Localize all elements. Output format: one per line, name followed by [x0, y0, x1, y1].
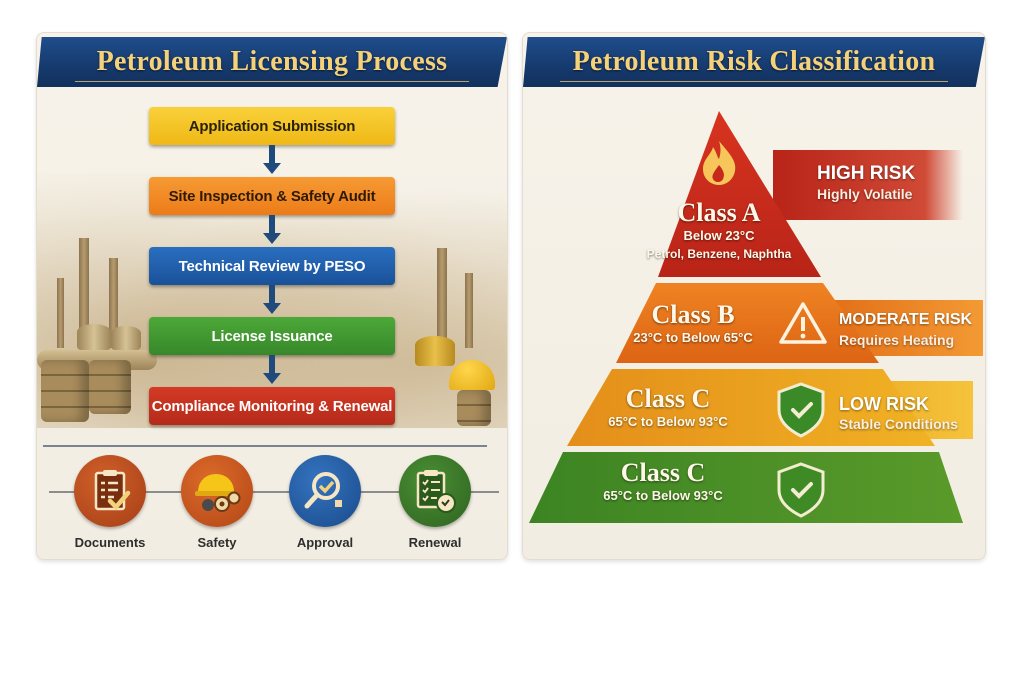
refinery-tower-icon [437, 248, 447, 348]
class-range: 23°C to Below 65°C [633, 330, 753, 345]
icon-label: Approval [296, 535, 354, 550]
refinery-tower-icon [57, 278, 64, 348]
step-label: Application Submission [188, 117, 356, 135]
oil-barrel-icon [89, 360, 131, 414]
class-examples: Petrol, Benzene, Naphtha [646, 247, 792, 261]
icon-label: Safety [197, 535, 237, 550]
risk-description: Stable Conditions [839, 416, 958, 432]
class-c-lower-text: Class C 65°C to Below 93°C [578, 459, 748, 505]
refinery-tower-icon [109, 258, 118, 348]
down-arrow-icon [262, 145, 282, 177]
refinery-tower-icon [79, 238, 89, 348]
machinery-icon [415, 336, 455, 366]
class-c-text: Class C 65°C to Below 93°C [583, 385, 753, 431]
step-label: Site Inspection & Safety Audit [168, 187, 376, 205]
class-name: Class B [651, 300, 735, 329]
risk-title: Petroleum Risk Classification [572, 46, 936, 77]
moderate-risk-label: MODERATE RISK Requires Heating [839, 309, 972, 349]
risk-level: MODERATE RISK [839, 311, 973, 328]
clipboard-clock-icon [399, 455, 471, 527]
warning-triangle-icon [779, 302, 827, 344]
safety-item: Safety [172, 455, 262, 550]
storage-tank-icon [77, 324, 111, 350]
licensing-process-panel: Petroleum Licensing Process Application … [36, 32, 508, 560]
tier-class-c-lower [529, 452, 963, 523]
documents-item: Documents [65, 455, 155, 550]
down-arrow-icon [262, 355, 282, 387]
title-underline [559, 81, 949, 82]
high-risk-ribbon [773, 150, 963, 220]
flame-icon [703, 141, 736, 185]
risk-title-banner: Petroleum Risk Classification [523, 37, 985, 87]
class-a-text: Class A Below 23°C Petrol, Benzene, Naph… [639, 199, 799, 263]
step-compliance-renewal: Compliance Monitoring & Renewal [149, 387, 395, 425]
shield-check-icon [777, 382, 825, 438]
clipboard-check-icon [74, 455, 146, 527]
high-risk-label: HIGH RISK Highly Volatile [817, 163, 915, 203]
shield-check-icon [777, 462, 825, 518]
step-application-submission: Application Submission [149, 107, 395, 145]
class-name: Class A [677, 198, 761, 227]
class-b-text: Class B 23°C to Below 65°C [603, 301, 783, 347]
class-range: Below 23°C [683, 228, 755, 243]
step-label: License Issuance [211, 327, 333, 345]
icon-label: Renewal [408, 535, 462, 550]
risk-level: LOW RISK [839, 394, 929, 414]
magnifier-check-icon [289, 455, 361, 527]
risk-classification-panel: Petroleum Risk Classification [522, 32, 986, 560]
oil-barrel-icon [41, 360, 89, 422]
step-label: Compliance Monitoring & Renewal [151, 397, 393, 415]
step-license-issuance: License Issuance [149, 317, 395, 355]
risk-pyramid [529, 111, 983, 523]
class-range: 65°C to Below 93°C [603, 488, 723, 503]
tier-class-a [658, 111, 821, 277]
licensing-title-banner: Petroleum Licensing Process [37, 37, 507, 87]
storage-tank-icon [111, 326, 141, 350]
class-name: Class C [625, 384, 711, 413]
step-label: Technical Review by PESO [178, 257, 366, 275]
class-range: 65°C to Below 93°C [608, 414, 728, 429]
step-technical-review: Technical Review by PESO [149, 247, 395, 285]
risk-level: HIGH RISK [817, 163, 916, 184]
hard-hat-icon [449, 360, 495, 390]
refinery-tower-icon [465, 273, 473, 348]
title-underline [74, 81, 470, 82]
process-steps: Application Submission Site Inspection &… [37, 107, 507, 425]
class-name: Class C [620, 458, 706, 487]
down-arrow-icon [262, 285, 282, 317]
process-icons-row: Documents Safety Approval Renewal [37, 455, 507, 555]
approval-item: Approval [280, 455, 370, 550]
icon-label: Documents [74, 535, 146, 550]
renewal-item: Renewal [390, 455, 480, 550]
hard-hat-gears-icon [181, 455, 253, 527]
down-arrow-icon [262, 215, 282, 247]
oil-barrel-icon [457, 390, 491, 426]
licensing-title: Petroleum Licensing Process [96, 46, 448, 77]
tier-class-c [567, 369, 935, 446]
low-risk-label: LOW RISK Stable Conditions [839, 393, 958, 433]
risk-description: Requires Heating [839, 332, 955, 348]
icon-connector-line [49, 491, 499, 493]
section-divider [43, 445, 487, 447]
risk-description: Highly Volatile [817, 186, 913, 202]
step-site-inspection: Site Inspection & Safety Audit [149, 177, 395, 215]
